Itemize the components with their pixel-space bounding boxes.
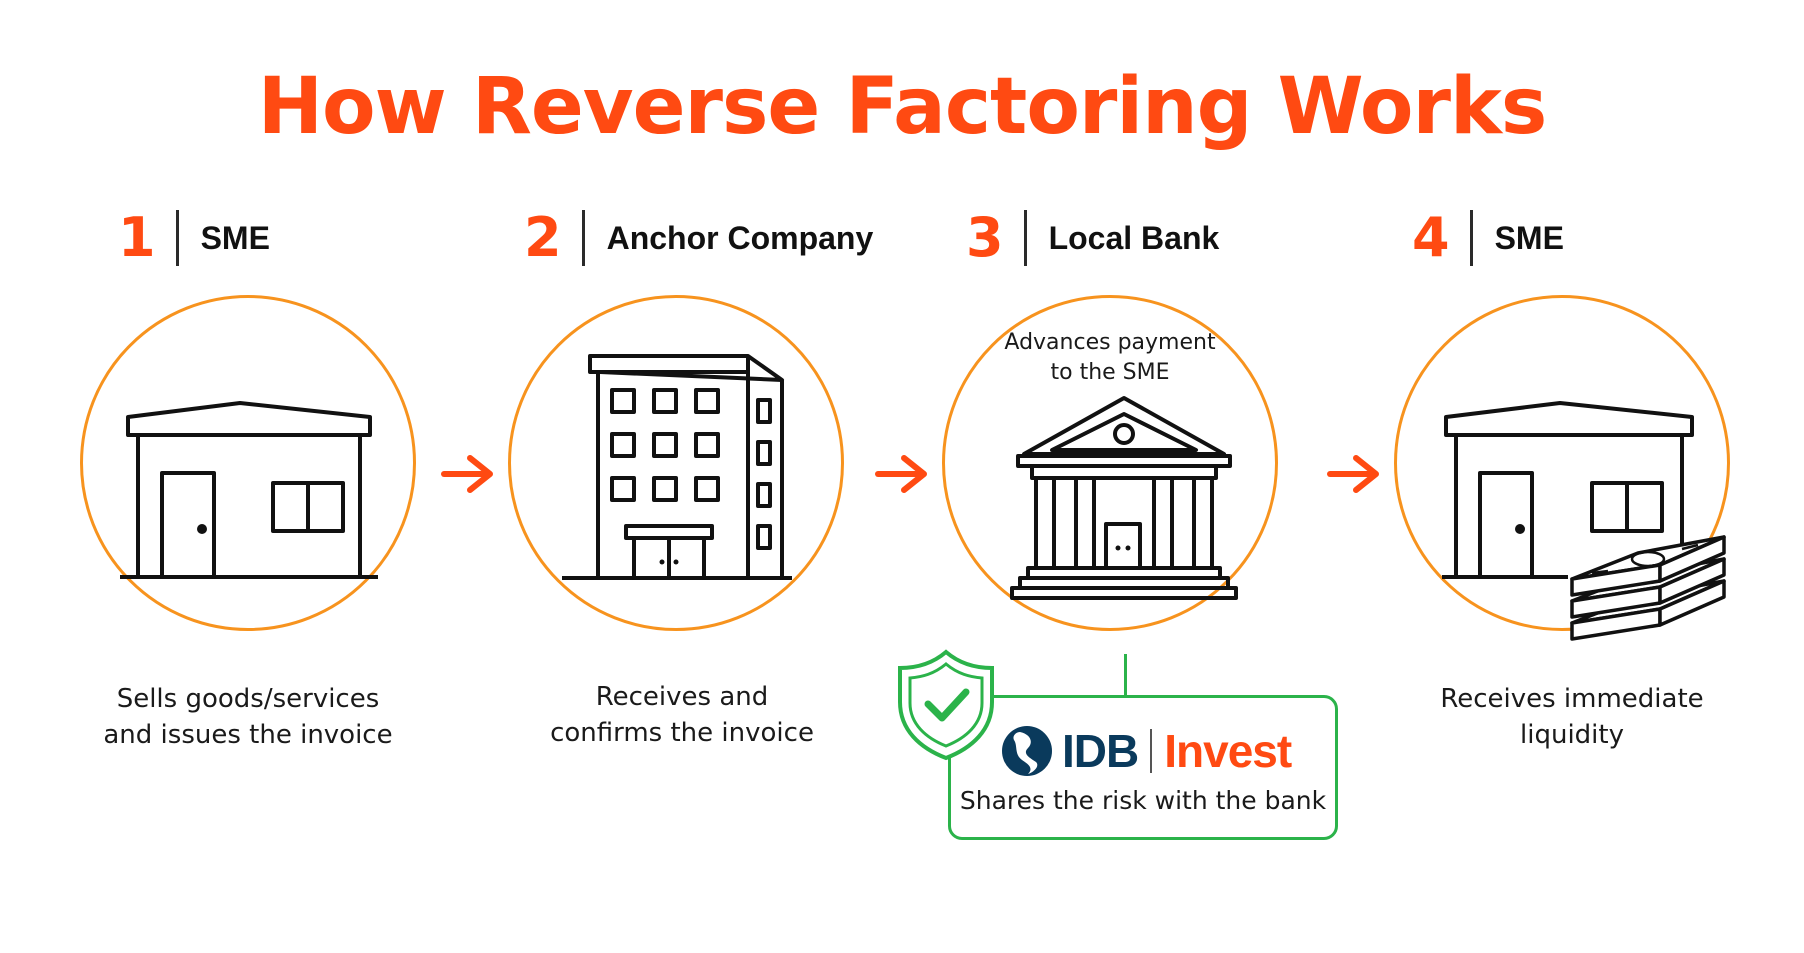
divider xyxy=(175,210,179,266)
step-number: 1 xyxy=(118,206,156,269)
caption-line: confirms the invoice xyxy=(550,718,814,748)
step-1-caption: Sells goods/services and issues the invo… xyxy=(68,681,428,753)
office-building-icon xyxy=(562,354,792,580)
bank-icon xyxy=(1010,396,1238,600)
step-4-circle xyxy=(1394,295,1730,631)
caption-line: and issues the invoice xyxy=(103,720,393,750)
step-number: 4 xyxy=(1412,206,1450,269)
step-2-circle xyxy=(508,295,844,631)
caption-line: liquidity xyxy=(1520,720,1624,750)
idb-brand-suffix: Invest xyxy=(1164,725,1292,777)
step-4-caption: Receives immediate liquidity xyxy=(1392,681,1752,753)
step-name: SME xyxy=(200,219,270,256)
caption-line: Receives and xyxy=(595,682,769,712)
step-4-header: 4 SME xyxy=(1412,208,1564,268)
arrow-right-icon xyxy=(1327,455,1379,493)
arrow-right-icon xyxy=(441,455,493,493)
step-2-caption: Receives and confirms the invoice xyxy=(502,679,862,751)
note-line: Advances payment xyxy=(1004,330,1216,355)
step-name: SME xyxy=(1494,219,1564,256)
globe-icon xyxy=(1002,726,1052,776)
divider xyxy=(1150,729,1153,773)
step-3-header: 3 Local Bank xyxy=(966,208,1219,268)
divider xyxy=(1023,210,1027,266)
step-3-circle xyxy=(942,295,1278,631)
step-3-note: Advances payment to the SME xyxy=(942,328,1278,388)
caption-line: Sells goods/services xyxy=(116,684,380,714)
step-1-header: 1 SME xyxy=(118,208,270,268)
step-name: Local Bank xyxy=(1048,219,1220,256)
step-number: 3 xyxy=(966,206,1004,269)
caption-line: Receives immediate xyxy=(1440,684,1704,714)
idb-invest-logo: IDB Invest xyxy=(1000,722,1292,780)
step-name: Anchor Company xyxy=(606,219,874,256)
step-1-circle xyxy=(80,295,416,631)
divider xyxy=(1469,210,1473,266)
shop-with-money-icon xyxy=(1442,401,1726,641)
step-2-header: 2 Anchor Company xyxy=(524,208,873,268)
shield-check-icon xyxy=(898,649,994,761)
arrow-right-icon xyxy=(875,455,927,493)
note-line: to the SME xyxy=(1050,360,1170,385)
shop-icon xyxy=(120,401,378,579)
idb-brand: IDB xyxy=(1062,725,1139,777)
step-number: 2 xyxy=(524,206,562,269)
page-title: How Reverse Factoring Works xyxy=(257,62,1548,152)
idb-caption: Shares the risk with the bank xyxy=(959,786,1327,815)
connector-line xyxy=(1124,654,1127,696)
divider xyxy=(581,210,585,266)
